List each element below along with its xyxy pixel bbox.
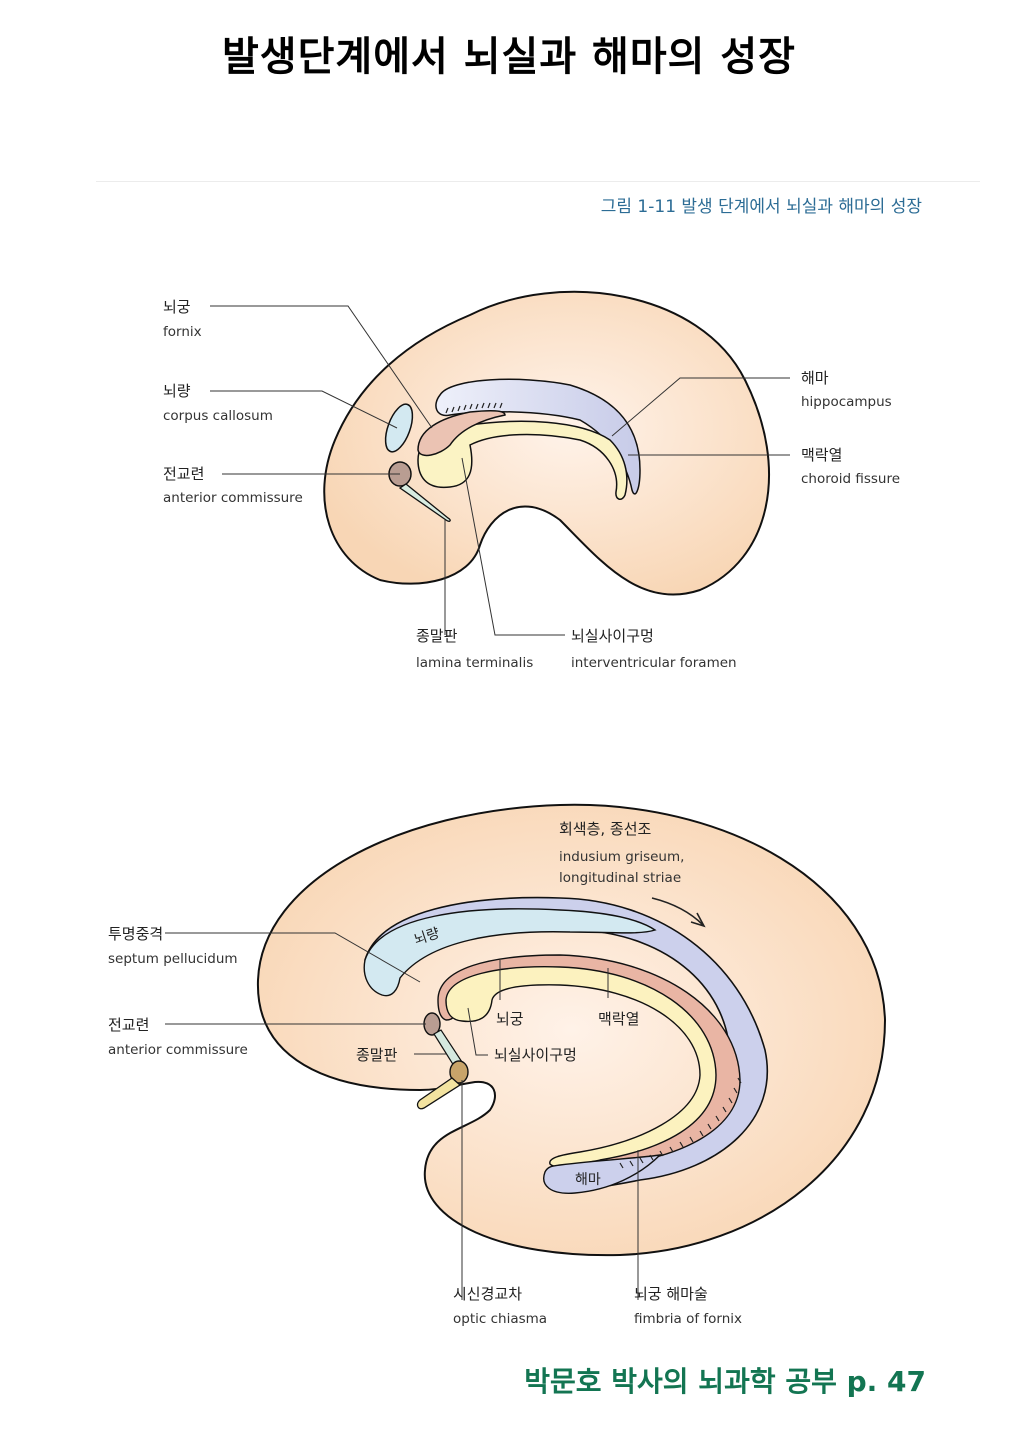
label-septum-pellucidum-en: septum pellucidum xyxy=(108,951,238,967)
label-indusium-griseum-en-1: indusium griseum, xyxy=(559,849,685,865)
label-anterior-commissure-en: anterior commissure xyxy=(163,490,303,506)
fornix-hatch-top xyxy=(445,402,503,414)
figure-caption: 그림 1-11 발생 단계에서 뇌실과 해마의 성장 xyxy=(600,197,922,217)
leader-lines-top xyxy=(210,305,790,636)
label-indusium-griseum-ko: 회색층, 종선조 xyxy=(559,820,652,838)
label-hippocampus-ko: 해마 xyxy=(801,369,829,387)
label-fornix-ko: 뇌궁 xyxy=(163,298,191,316)
footer-source: 박문호 박사의 뇌과학 공부 p. 47 xyxy=(524,1365,926,1398)
label-choroid-fissure-inline: 맥락열 xyxy=(598,1010,640,1028)
label-hippocampus-inline: 해마 xyxy=(575,1172,601,1188)
label-fimbria-ko: 뇌궁 해마술 xyxy=(634,1285,708,1303)
label-lamina-terminalis-ko: 종말판 xyxy=(416,627,458,645)
label-lamina-terminalis-bottom-ko: 종말판 xyxy=(356,1046,398,1064)
optic-chiasma-shape-bottom xyxy=(449,1060,469,1084)
fimbria-hatch-bottom xyxy=(619,1077,742,1169)
direction-arrow-head xyxy=(690,912,706,928)
label-anterior-commissure-bottom-ko: 전교련 xyxy=(108,1016,150,1034)
label-septum-pellucidum-ko: 투명중격 xyxy=(108,925,164,943)
label-lamina-terminalis-en: lamina terminalis xyxy=(416,655,534,671)
label-fornix-inline: 뇌궁 xyxy=(496,1010,524,1028)
choroid-band-bottom xyxy=(445,966,717,1168)
corpus-callosum-band-bottom xyxy=(363,908,657,997)
bottom-diagram xyxy=(165,803,887,1300)
direction-arrow xyxy=(651,897,704,926)
top-diagram xyxy=(210,290,790,636)
label-interventricular-foramen-inline: 뇌실사이구멍 xyxy=(494,1046,577,1064)
leader-lines-bottom xyxy=(165,932,639,1300)
hippocampus-head-bottom xyxy=(543,1153,662,1194)
label-anterior-commissure-bottom-en: anterior commissure xyxy=(108,1042,248,1058)
label-corpus-callosum-ko: 뇌량 xyxy=(163,382,191,400)
page-title: 발생단계에서 뇌실과 해마의 성장 xyxy=(222,34,796,80)
label-choroid-fissure-en: choroid fissure xyxy=(801,471,901,487)
label-fimbria-en: fimbria of fornix xyxy=(634,1311,743,1327)
label-indusium-griseum-en-2: longitudinal striae xyxy=(559,870,682,886)
label-corpus-callosum-en: corpus callosum xyxy=(163,408,273,424)
label-hippocampus-en: hippocampus xyxy=(801,394,892,410)
fornix-shape-top xyxy=(417,410,506,457)
label-interventricular-foramen-ko: 뇌실사이구멍 xyxy=(571,627,654,645)
divider xyxy=(96,181,980,182)
label-optic-chiasma-ko: 시신경교차 xyxy=(453,1285,523,1303)
brain-outline-top xyxy=(323,290,771,596)
label-fornix-en: fornix xyxy=(163,324,202,340)
lamina-terminalis-shape-top xyxy=(398,483,451,522)
label-anterior-commissure-ko: 전교련 xyxy=(163,465,205,483)
label-choroid-fissure-ko: 맥락열 xyxy=(801,446,843,464)
optic-nerve-shape-bottom xyxy=(416,1077,462,1110)
ventricle-shape-top xyxy=(417,420,628,500)
label-interventricular-foramen-en: interventricular foramen xyxy=(571,655,737,671)
label-optic-chiasma-en: optic chiasma xyxy=(453,1311,548,1327)
